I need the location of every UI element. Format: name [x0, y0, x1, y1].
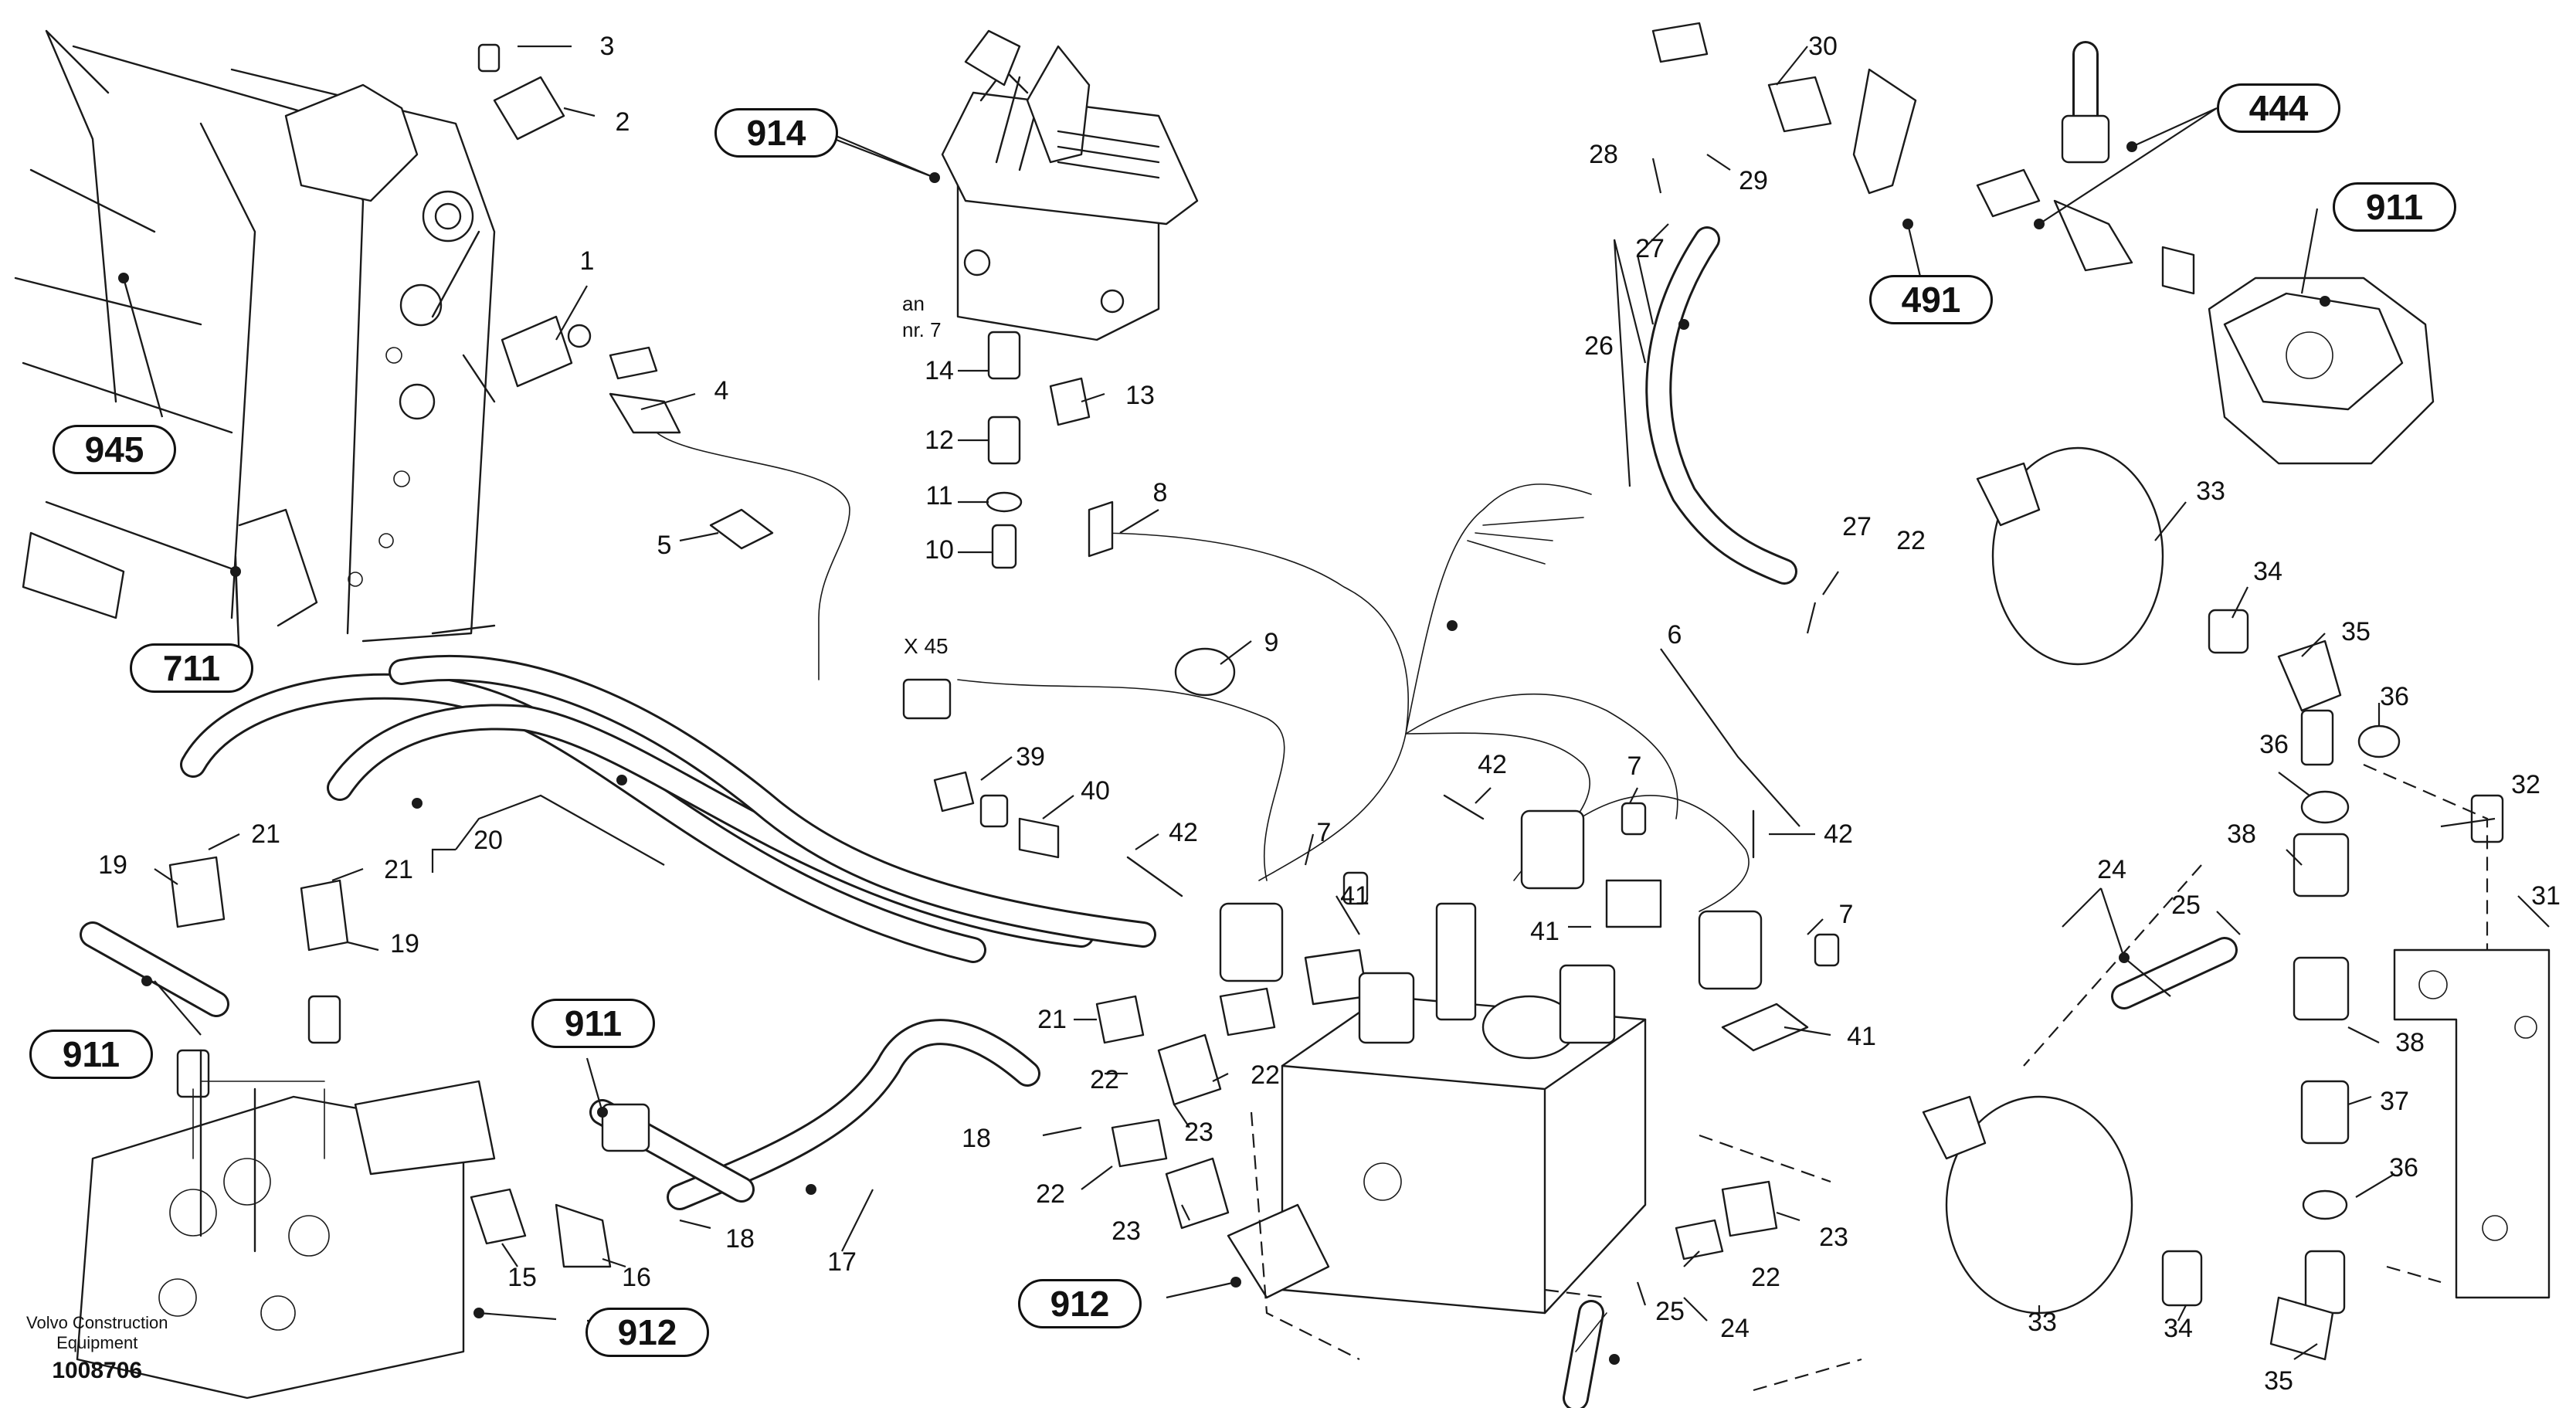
- drawing-number: 1008706: [52, 1358, 143, 1383]
- part-number: 8: [1152, 478, 1168, 507]
- part-number: 33: [2028, 1308, 2057, 1337]
- part-number: 22: [1090, 1065, 1119, 1094]
- part-number: 35: [2341, 617, 2371, 646]
- part-number: 27: [1635, 234, 1665, 263]
- part-number: 31: [2531, 881, 2561, 911]
- ref-label-912-center: 912: [1018, 1279, 1142, 1328]
- machine-frame: [14, 29, 496, 643]
- assembly-lines: [192, 763, 2489, 1392]
- part-number: 26: [1584, 331, 1614, 361]
- part-number: 38: [2227, 819, 2256, 849]
- part-number: 36: [2259, 730, 2289, 759]
- part-number: 34: [2164, 1314, 2193, 1343]
- part-number: 2: [615, 107, 630, 137]
- ref-label-711: 711: [130, 643, 253, 693]
- part-number: 6: [1667, 620, 1682, 650]
- part-number: 41: [1847, 1022, 1876, 1051]
- dot-markers: [118, 141, 2330, 1365]
- part-number: 36: [2389, 1153, 2418, 1182]
- part-number: 14: [925, 356, 954, 385]
- part-number: 12: [925, 426, 954, 455]
- part-number: 30: [1808, 32, 1838, 61]
- part-number: 7: [1316, 818, 1332, 847]
- hydraulic-hoses: [80, 41, 2238, 1408]
- ref-label-912-left: 912: [585, 1308, 709, 1357]
- part-number: 41: [1530, 917, 1560, 946]
- part-number: 23: [1112, 1216, 1141, 1246]
- part-number: 15: [507, 1263, 537, 1292]
- part-number: 17: [827, 1247, 857, 1277]
- part-number: 23: [1819, 1223, 1848, 1252]
- part-number: 22: [1751, 1263, 1780, 1292]
- joystick-valve: [941, 29, 1199, 341]
- part-number: 22: [1896, 526, 1926, 555]
- part-number: 40: [1081, 776, 1110, 806]
- part-number: 42: [1169, 818, 1198, 847]
- part-number: 16: [622, 1263, 651, 1292]
- company-name-line1: Volvo Construction: [26, 1313, 168, 1332]
- fittings: [76, 22, 2551, 1400]
- annotation-nr7: nr. 7: [902, 318, 942, 341]
- part-number: 7: [1627, 751, 1642, 781]
- ref-label-491: 491: [1869, 275, 1993, 324]
- annotation-an: an: [902, 292, 925, 315]
- part-number: 27: [1842, 512, 1872, 541]
- ref-label-911-top: 911: [2333, 182, 2456, 232]
- drawing-caption: Volvo Construction Equipment 1008706: [26, 1313, 168, 1384]
- part-number: 3: [599, 32, 615, 61]
- part-number: 21: [251, 819, 280, 849]
- part-number: 9: [1264, 628, 1279, 657]
- part-number: 20: [473, 826, 503, 855]
- part-number: 28: [1589, 140, 1618, 169]
- part-number: 19: [390, 929, 419, 958]
- part-number: 25: [2171, 891, 2201, 920]
- annotation-connector-x45: X 45: [904, 634, 949, 658]
- part-number: 42: [1824, 819, 1853, 849]
- part-number: 29: [1739, 166, 1768, 195]
- part-number: 22: [1036, 1179, 1065, 1209]
- part-number: 7: [1838, 900, 1854, 929]
- ref-label-joystick: 914: [714, 108, 838, 158]
- part-number: 4: [714, 376, 729, 405]
- part-number: 39: [1016, 742, 1045, 772]
- part-number: 22: [1251, 1060, 1280, 1090]
- part-number: 1: [579, 246, 595, 276]
- part-number: 10: [925, 535, 954, 565]
- company-name-line2: Equipment: [56, 1333, 138, 1352]
- part-number: 34: [2253, 557, 2282, 586]
- part-number: 24: [2097, 855, 2126, 884]
- ref-label-911-center: 911: [531, 999, 655, 1048]
- part-number: 25: [1655, 1297, 1685, 1326]
- part-number: 33: [2196, 477, 2225, 506]
- ref-label-945: 945: [53, 425, 176, 474]
- part-number: 11: [925, 481, 953, 511]
- part-number: 24: [1720, 1314, 1750, 1343]
- part-number: 41: [1340, 881, 1369, 911]
- part-number: 35: [2264, 1366, 2293, 1396]
- part-number: 38: [2395, 1028, 2425, 1057]
- part-number: 21: [384, 855, 413, 884]
- ref-label-911-left: 911: [29, 1030, 153, 1079]
- part-number: 18: [725, 1224, 755, 1254]
- ref-label-444: 444: [2217, 83, 2340, 133]
- part-number: 21: [1037, 1005, 1067, 1034]
- part-number: 13: [1125, 381, 1155, 410]
- part-number: 36: [2380, 682, 2409, 711]
- part-number: 5: [657, 531, 672, 560]
- part-number: 23: [1184, 1118, 1213, 1147]
- part-number: 42: [1478, 750, 1507, 779]
- part-number: 19: [98, 850, 127, 880]
- part-number: 32: [2511, 770, 2540, 799]
- part-number: 37: [2380, 1087, 2409, 1116]
- part-number: 18: [962, 1124, 991, 1153]
